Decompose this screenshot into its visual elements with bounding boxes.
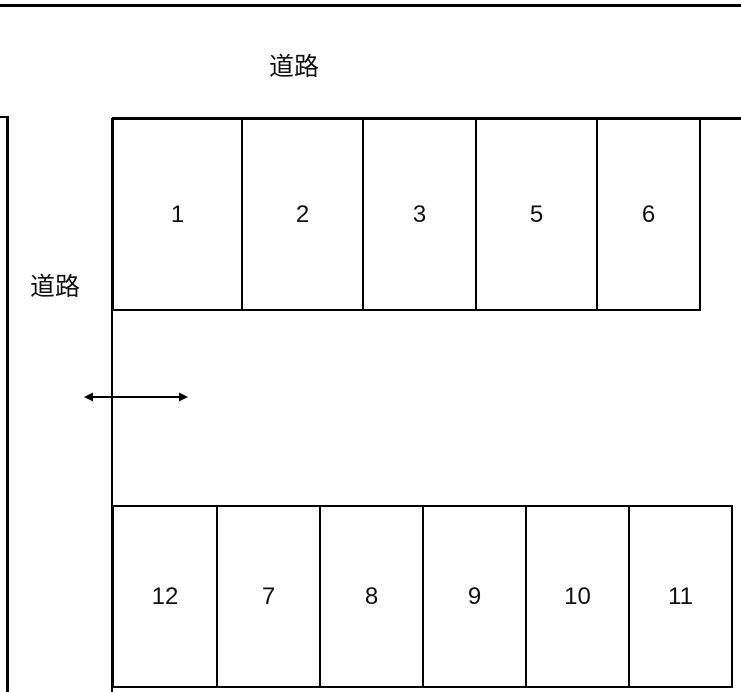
double-headed-arrow-icon <box>84 392 188 402</box>
stall-number: 3 <box>412 200 427 228</box>
stall-number: 9 <box>467 582 482 610</box>
parking-stall-1[interactable]: 1 <box>112 118 243 311</box>
stall-number: 7 <box>261 582 276 610</box>
lot-left-boundary-line <box>111 118 113 692</box>
stall-number: 1 <box>170 200 185 228</box>
parking-stall-11[interactable]: 11 <box>628 505 733 688</box>
parking-stall-5[interactable]: 5 <box>475 118 598 311</box>
parking-stall-10[interactable]: 10 <box>525 505 630 688</box>
top-road-label: 道路 <box>269 52 320 81</box>
parking-stall-7[interactable]: 7 <box>216 505 321 688</box>
stall-number: 6 <box>641 200 656 228</box>
stall-number: 12 <box>151 582 179 610</box>
parking-stall-6[interactable]: 6 <box>596 118 701 311</box>
left-road-label: 道路 <box>30 272 81 301</box>
stall-number: 2 <box>295 200 310 228</box>
left-road-boundary-corner <box>0 116 9 118</box>
parking-stall-9[interactable]: 9 <box>422 505 527 688</box>
parking-stall-12[interactable]: 12 <box>111 505 218 688</box>
parking-stall-2[interactable]: 2 <box>241 118 364 311</box>
top-road-boundary-line <box>0 4 741 7</box>
left-road-boundary-line <box>6 116 9 692</box>
stall-number: 8 <box>364 582 379 610</box>
stall-number: 11 <box>668 582 693 610</box>
parking-stall-3[interactable]: 3 <box>362 118 477 311</box>
stall-number: 10 <box>564 582 591 610</box>
parking-stall-8[interactable]: 8 <box>319 505 424 688</box>
stall-number: 5 <box>529 200 544 228</box>
